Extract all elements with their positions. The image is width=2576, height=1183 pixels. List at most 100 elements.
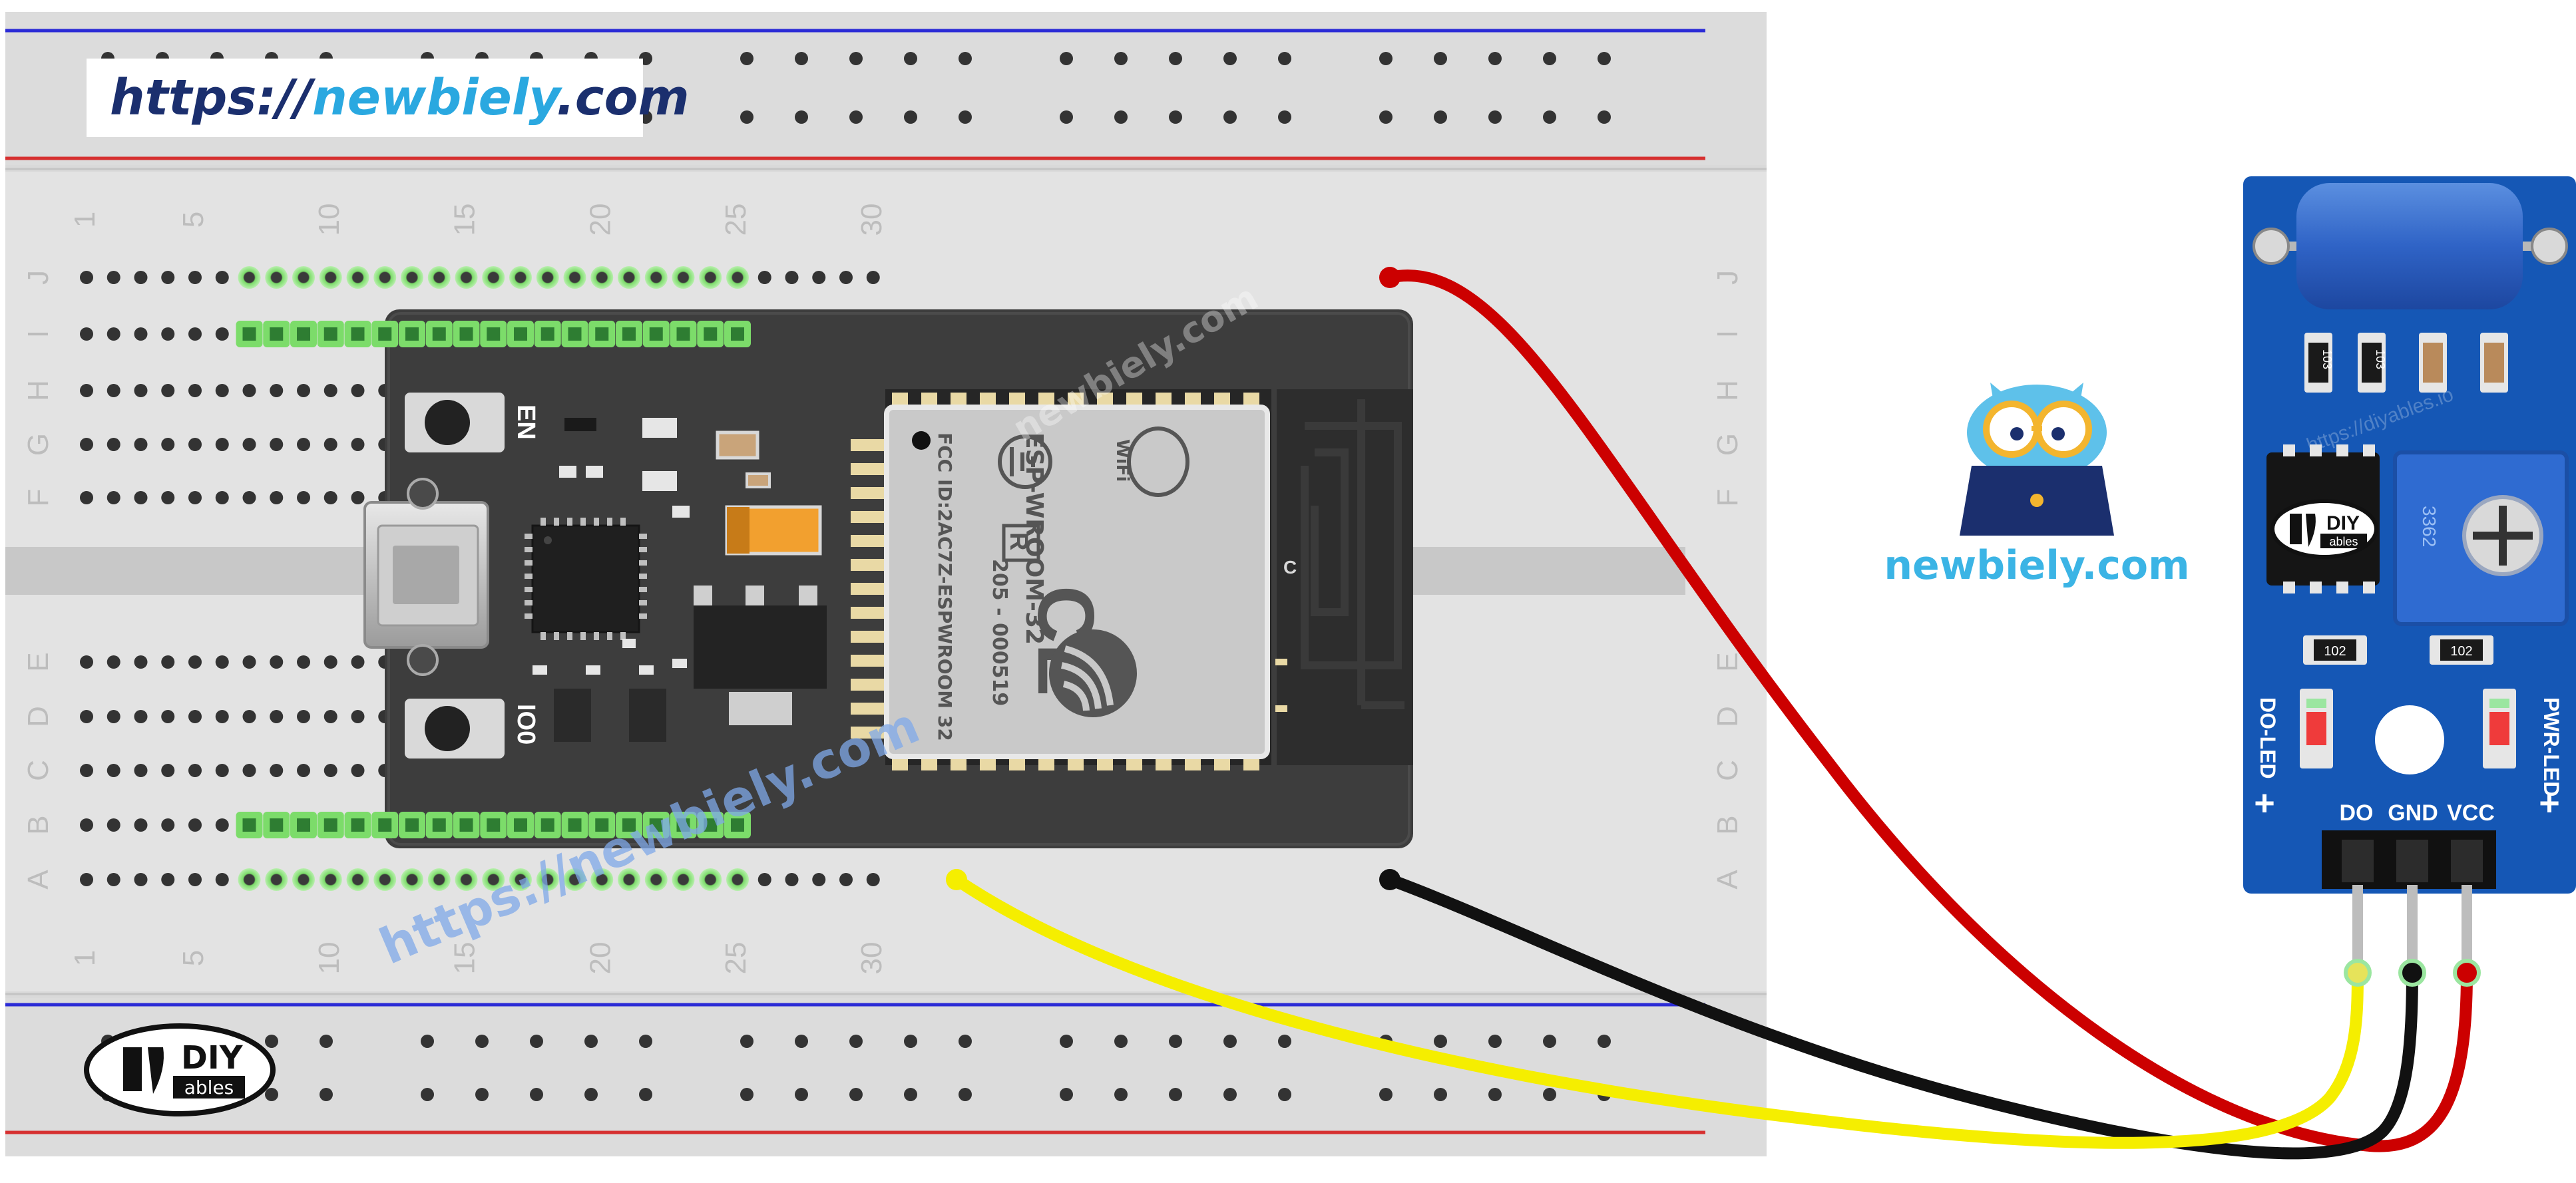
- breadboard-hole[interactable]: [161, 491, 175, 504]
- breadboard-hole[interactable]: [563, 266, 586, 289]
- rail-hole[interactable]: [584, 1088, 598, 1101]
- rail-hole[interactable]: [1543, 52, 1556, 65]
- rail-hole[interactable]: [1488, 1088, 1502, 1101]
- rail-hole[interactable]: [1114, 110, 1128, 124]
- breadboard-hole[interactable]: [134, 818, 148, 832]
- rail-hole[interactable]: [1223, 1035, 1237, 1048]
- breadboard-hole[interactable]: [80, 764, 93, 777]
- breadboard-hole[interactable]: [726, 868, 749, 891]
- breadboard-hole[interactable]: [482, 868, 505, 891]
- breadboard-hole[interactable]: [107, 384, 120, 397]
- rail-hole[interactable]: [1598, 52, 1611, 65]
- breadboard-hole[interactable]: [107, 764, 120, 777]
- breadboard-hole[interactable]: [536, 868, 559, 891]
- breadboard-hole[interactable]: [242, 764, 256, 777]
- breadboard-hole[interactable]: [161, 655, 175, 669]
- breadboard-hole[interactable]: [319, 868, 342, 891]
- rail-hole[interactable]: [1060, 1088, 1073, 1101]
- breadboard-hole[interactable]: [672, 266, 695, 289]
- rail-hole[interactable]: [1060, 1035, 1073, 1048]
- breadboard-hole[interactable]: [134, 710, 148, 723]
- rail-hole[interactable]: [475, 1088, 489, 1101]
- breadboard-hole[interactable]: [242, 384, 256, 397]
- breadboard-hole[interactable]: [161, 818, 175, 832]
- rail-hole[interactable]: [1488, 110, 1502, 124]
- breadboard-hole[interactable]: [134, 384, 148, 397]
- rail-hole[interactable]: [959, 1088, 972, 1101]
- breadboard-hole[interactable]: [215, 384, 229, 397]
- rail-hole[interactable]: [1488, 52, 1502, 65]
- rail-hole[interactable]: [959, 52, 972, 65]
- breadboard-hole[interactable]: [107, 491, 120, 504]
- rail-hole[interactable]: [1169, 1088, 1182, 1101]
- yellow-wire[interactable]: [951, 874, 2364, 1149]
- breadboard-hole[interactable]: [188, 327, 202, 341]
- breadboard-hole[interactable]: [161, 384, 175, 397]
- breadboard-hole[interactable]: [401, 868, 423, 891]
- rail-hole[interactable]: [849, 52, 863, 65]
- breadboard-hole[interactable]: [134, 873, 148, 886]
- breadboard-hole[interactable]: [297, 710, 310, 723]
- rail-hole[interactable]: [1379, 1088, 1393, 1101]
- breadboard-hole[interactable]: [590, 266, 614, 289]
- breadboard-hole[interactable]: [482, 266, 505, 289]
- rail-hole[interactable]: [1278, 110, 1291, 124]
- breadboard-hole[interactable]: [107, 271, 120, 284]
- rail-hole[interactable]: [959, 1035, 972, 1048]
- breadboard-hole[interactable]: [297, 491, 310, 504]
- breadboard-hole[interactable]: [161, 710, 175, 723]
- breadboard-hole[interactable]: [188, 271, 202, 284]
- breadboard-hole[interactable]: [351, 491, 365, 504]
- breadboard-hole[interactable]: [188, 491, 202, 504]
- rail-hole[interactable]: [421, 1035, 434, 1048]
- breadboard-hole[interactable]: [265, 266, 288, 289]
- breadboard-hole[interactable]: [270, 764, 284, 777]
- breadboard-hole[interactable]: [215, 271, 229, 284]
- breadboard-hole[interactable]: [80, 710, 93, 723]
- io0-button[interactable]: [405, 699, 505, 759]
- breadboard-hole[interactable]: [215, 873, 229, 886]
- breadboard-hole[interactable]: [134, 438, 148, 451]
- breadboard-hole[interactable]: [215, 438, 229, 451]
- rail-hole[interactable]: [959, 110, 972, 124]
- rail-hole[interactable]: [265, 1035, 278, 1048]
- breadboard-hole[interactable]: [644, 266, 668, 289]
- breadboard-hole[interactable]: [373, 266, 397, 289]
- rail-hole[interactable]: [1060, 110, 1073, 124]
- breadboard-hole[interactable]: [265, 868, 288, 891]
- breadboard-hole[interactable]: [134, 491, 148, 504]
- breadboard-hole[interactable]: [319, 266, 342, 289]
- breadboard-hole[interactable]: [672, 868, 695, 891]
- rail-hole[interactable]: [1434, 52, 1447, 65]
- breadboard-hole[interactable]: [323, 384, 337, 397]
- rail-hole[interactable]: [795, 1088, 808, 1101]
- breadboard-hole[interactable]: [785, 271, 799, 284]
- breadboard-hole[interactable]: [401, 266, 423, 289]
- rail-hole[interactable]: [1114, 52, 1128, 65]
- breadboard-hole[interactable]: [427, 868, 451, 891]
- rail-hole[interactable]: [740, 1035, 753, 1048]
- breadboard-hole[interactable]: [563, 868, 586, 891]
- rail-hole[interactable]: [1543, 1088, 1556, 1101]
- breadboard-hole[interactable]: [188, 710, 202, 723]
- breadboard-hole[interactable]: [242, 710, 256, 723]
- breadboard-hole[interactable]: [107, 655, 120, 669]
- rail-hole[interactable]: [740, 52, 753, 65]
- breadboard-hole[interactable]: [242, 655, 256, 669]
- breadboard-hole[interactable]: [188, 818, 202, 832]
- breadboard-hole[interactable]: [351, 655, 365, 669]
- breadboard-hole[interactable]: [270, 710, 284, 723]
- breadboard-hole[interactable]: [757, 271, 771, 284]
- breadboard-hole[interactable]: [812, 271, 826, 284]
- rail-hole[interactable]: [1223, 52, 1237, 65]
- breadboard-hole[interactable]: [455, 868, 478, 891]
- rail-hole[interactable]: [1543, 1035, 1556, 1048]
- rail-hole[interactable]: [904, 52, 917, 65]
- breadboard-hole[interactable]: [351, 384, 365, 397]
- breadboard-hole[interactable]: [215, 710, 229, 723]
- rail-hole[interactable]: [320, 1035, 333, 1048]
- breadboard-hole[interactable]: [839, 873, 853, 886]
- breadboard-hole[interactable]: [292, 266, 315, 289]
- breadboard-hole[interactable]: [107, 327, 120, 341]
- breadboard-hole[interactable]: [323, 438, 337, 451]
